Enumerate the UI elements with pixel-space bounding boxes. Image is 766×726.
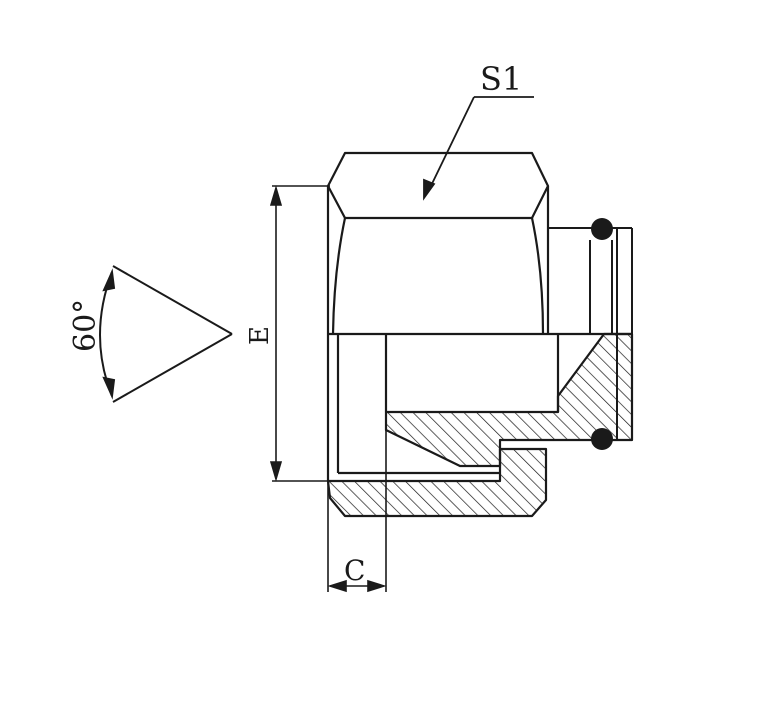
arc-arrow-bottom — [102, 376, 116, 400]
c-label: C — [344, 554, 365, 587]
e-arrow-top — [269, 185, 283, 206]
hex-top-chamfer — [326, 151, 550, 220]
nut-section — [326, 447, 548, 518]
c-arrow-left — [327, 579, 347, 593]
dimension-e — [269, 185, 330, 482]
e-label: E — [245, 326, 275, 345]
s1-arrow — [423, 178, 436, 201]
cone-angle-symbol — [99, 265, 233, 403]
dimension-c — [327, 430, 387, 593]
hex-inner-right-curve — [530, 217, 545, 335]
cone-upper-edge — [112, 265, 233, 335]
section-view — [326, 332, 634, 518]
angle-label: 60° — [68, 299, 103, 352]
s1-leader — [423, 96, 534, 201]
e-arrow-bottom — [269, 461, 283, 482]
insert-section — [384, 332, 634, 468]
c-arrow-right — [367, 579, 387, 593]
cone-lower-edge — [112, 333, 233, 403]
arc-arrow-top — [102, 268, 116, 292]
o-ring-top — [591, 218, 613, 240]
hex-inner-left-curve — [331, 217, 347, 335]
s1-leader-line — [427, 96, 475, 193]
hex-nut-body — [326, 151, 632, 336]
s1-label: S1 — [480, 60, 522, 98]
